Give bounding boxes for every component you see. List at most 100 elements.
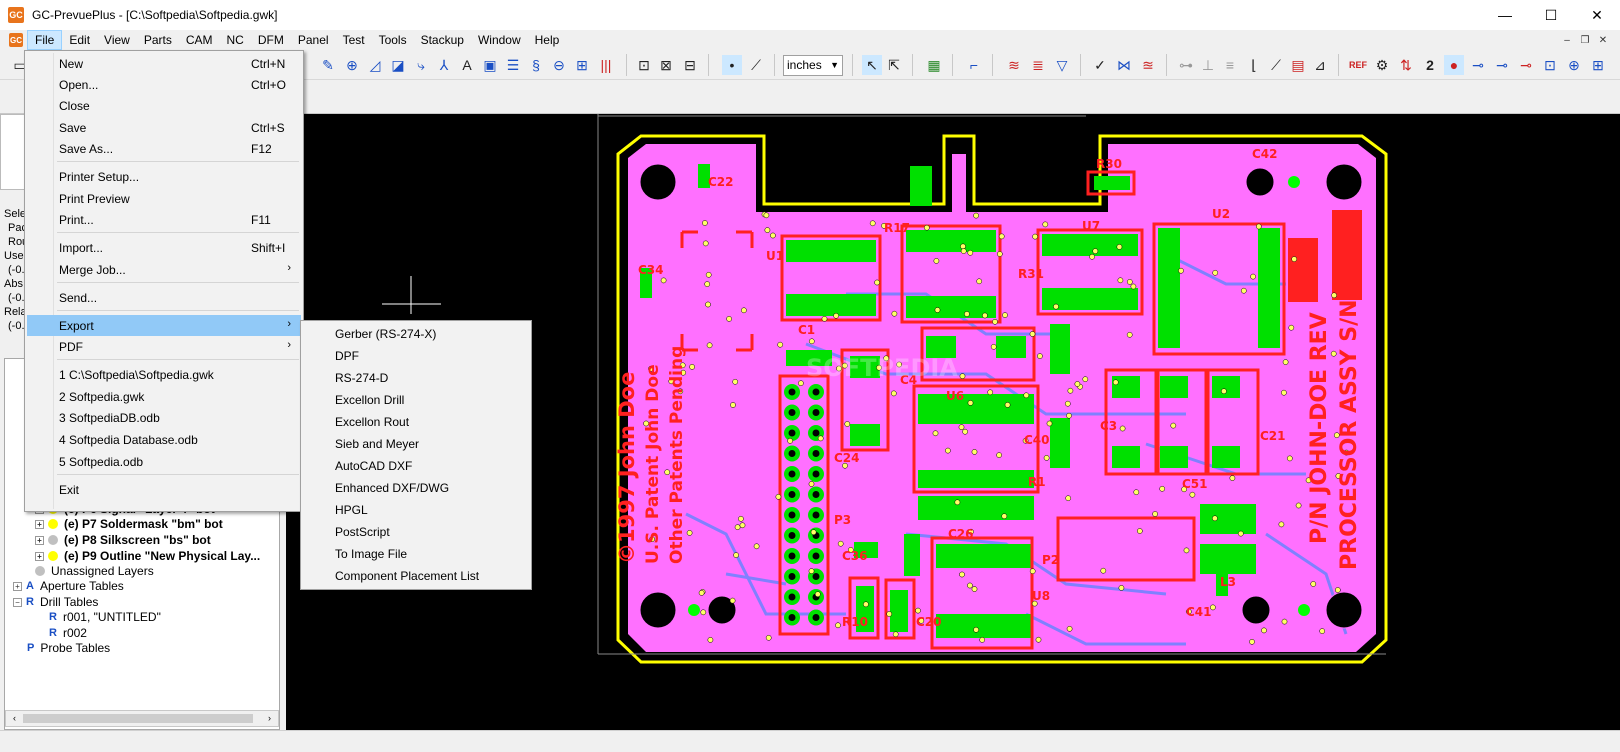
pad-icon[interactable]: ⊞ xyxy=(576,56,588,73)
trend-icon[interactable]: ⟋ xyxy=(1271,56,1281,73)
scroll-right-icon[interactable]: › xyxy=(268,713,271,723)
menu-file[interactable]: File xyxy=(27,30,63,50)
histogram-icon[interactable]: ⊿ xyxy=(1314,56,1326,73)
grid-icon[interactable]: ▦ xyxy=(927,56,941,73)
edit-polygon-icon[interactable]: ◪ xyxy=(391,56,405,73)
layers-icon[interactable]: ☰ xyxy=(506,56,520,73)
tree-item-layer-p7[interactable]: + (e) P7 Soldermask "bm" bot xyxy=(35,516,223,532)
s-route-icon[interactable]: § xyxy=(532,57,540,73)
stack-icon[interactable]: ≋ xyxy=(1008,56,1020,73)
maximize-button[interactable]: ☐ xyxy=(1544,6,1558,23)
menu-item-send[interactable]: Send... xyxy=(59,291,98,305)
new-file-icon[interactable]: ▭ xyxy=(13,56,27,73)
filter-icon[interactable]: ▽ xyxy=(1056,56,1068,73)
menu-stackup[interactable]: Stackup xyxy=(420,33,464,47)
route-icon[interactable]: ⤷ xyxy=(417,56,425,73)
scroll-left-icon[interactable]: ‹ xyxy=(13,713,16,723)
distribute-icon[interactable]: ≡ xyxy=(1225,57,1235,73)
graph-icon[interactable]: ⌊ xyxy=(1251,56,1257,73)
gear-icon[interactable]: ⚙ xyxy=(1375,56,1389,73)
menu-item-printer-setup[interactable]: Printer Setup... xyxy=(59,170,140,184)
menu-parts[interactable]: Parts xyxy=(143,33,172,47)
probe-delete-icon[interactable]: ⊸ xyxy=(1520,56,1532,73)
collapse-icon[interactable]: − xyxy=(13,597,22,607)
menu-window[interactable]: Window xyxy=(477,33,521,47)
check-icon[interactable]: ✓ xyxy=(1094,56,1106,73)
text-icon[interactable]: A xyxy=(462,57,472,73)
export-item-rs274d[interactable]: RS-274-D xyxy=(335,371,389,385)
snap-line-icon[interactable]: ⟋ xyxy=(751,56,761,73)
menu-item-export[interactable]: Export› xyxy=(27,315,301,336)
two-icon[interactable]: 2 xyxy=(1426,57,1434,73)
split-icon[interactable]: ⅄ xyxy=(439,56,449,73)
menu-tools[interactable]: Tools xyxy=(378,33,407,47)
tree-item-drill-r001[interactable]: R r001, "UNTITLED" xyxy=(49,610,161,624)
export-item-sieb-meyer[interactable]: Sieb and Meyer xyxy=(335,437,420,451)
zoom-fit-icon[interactable]: ⊠ xyxy=(660,56,672,73)
tree-item-layer-p8[interactable]: + (e) P8 Silkscreen "bs" bot xyxy=(35,532,211,548)
export-item-dpf[interactable]: DPF xyxy=(335,349,359,363)
export-item-gerber[interactable]: Gerber (RS-274-X) xyxy=(335,327,437,341)
tree-horizontal-scrollbar[interactable]: ‹ › xyxy=(5,710,279,727)
menu-item-recent-3[interactable]: 3 SoftpediaDB.odb xyxy=(59,411,160,425)
minimize-button[interactable]: — xyxy=(1498,7,1512,23)
menu-edit[interactable]: Edit xyxy=(69,33,91,47)
close-button[interactable]: ✕ xyxy=(1591,6,1603,23)
select-net-icon[interactable]: ⇱ xyxy=(888,56,900,73)
menu-item-open[interactable]: Open...Ctrl+O xyxy=(59,78,287,92)
zoom-layer-icon[interactable]: ⊟ xyxy=(684,56,696,73)
menu-item-recent-1[interactable]: 1 C:\Softpedia\Softpedia.gwk xyxy=(59,368,214,382)
menu-item-save-as[interactable]: Save As...F12 xyxy=(59,142,272,156)
mdi-close-button[interactable]: ✕ xyxy=(1598,34,1608,46)
document-icon[interactable]: GC xyxy=(9,33,23,47)
ref-icon[interactable]: REF xyxy=(1349,60,1367,70)
expand-icon[interactable]: + xyxy=(35,535,44,545)
measure-icon[interactable]: ⊶ xyxy=(1179,56,1193,73)
menu-item-close[interactable]: Close xyxy=(59,99,90,113)
compare-icon[interactable]: ≊ xyxy=(1142,56,1154,73)
export-item-excellon-drill[interactable]: Excellon Drill xyxy=(335,393,405,407)
menu-item-recent-5[interactable]: 5 Softpedia.odb xyxy=(59,455,144,469)
export-item-component-placement[interactable]: Component Placement List xyxy=(335,569,480,583)
menu-item-merge-job[interactable]: Merge Job...› xyxy=(59,262,291,277)
probe-top-icon[interactable]: ⊸ xyxy=(1472,56,1484,73)
layer-stack-icon[interactable]: ≣ xyxy=(1032,56,1044,73)
probe-icon[interactable]: ● xyxy=(1444,55,1464,75)
scroll-thumb[interactable] xyxy=(23,714,253,723)
probe-report-icon[interactable]: ⊞ xyxy=(1592,56,1604,73)
probe-edit-icon[interactable]: ⊡ xyxy=(1544,56,1556,73)
menu-dfm[interactable]: DFM xyxy=(257,33,284,47)
mdi-restore-button[interactable]: ❐ xyxy=(1580,34,1590,46)
align-icon[interactable]: ⊥ xyxy=(1201,56,1215,73)
expand-icon[interactable]: + xyxy=(35,551,44,561)
tree-item-drill-r002[interactable]: R r002 xyxy=(49,626,87,640)
menu-view[interactable]: View xyxy=(104,33,130,47)
add-node-icon[interactable]: ⊕ xyxy=(346,56,358,73)
menu-nc[interactable]: NC xyxy=(226,33,244,47)
snap-point-icon[interactable]: • xyxy=(722,55,742,75)
menu-item-print[interactable]: Print...F11 xyxy=(59,213,271,227)
export-item-postscript[interactable]: PostScript xyxy=(335,525,390,539)
tree-item-unassigned-layers[interactable]: Unassigned Layers xyxy=(35,563,154,579)
menu-test[interactable]: Test xyxy=(342,33,365,47)
menu-item-recent-4[interactable]: 4 Softpedia Database.odb xyxy=(59,433,198,447)
export-item-excellon-rout[interactable]: Excellon Rout xyxy=(335,415,410,429)
drill-pattern-icon[interactable]: ||| xyxy=(600,57,612,73)
menu-item-exit[interactable]: Exit xyxy=(59,483,80,497)
menu-help[interactable]: Help xyxy=(534,33,560,47)
chart-icon[interactable]: ▤ xyxy=(1291,56,1305,73)
rectangle-icon[interactable]: ▣ xyxy=(483,56,497,73)
sort-icon[interactable]: ⇅ xyxy=(1400,56,1412,73)
menu-panel[interactable]: Panel xyxy=(297,33,329,47)
expand-icon[interactable]: + xyxy=(35,519,44,529)
flag-icon[interactable]: ⌐ xyxy=(969,57,979,73)
export-item-image-file[interactable]: To Image File xyxy=(335,547,408,561)
polygon-icon[interactable]: ◿ xyxy=(369,56,381,73)
export-item-enhanced-dxf[interactable]: Enhanced DXF/DWG xyxy=(335,481,450,495)
menu-item-import[interactable]: Import...Shift+I xyxy=(59,241,286,255)
export-item-hpgl[interactable]: HPGL xyxy=(335,503,368,517)
menu-item-print-preview[interactable]: Print Preview xyxy=(59,192,130,206)
zoom-area-icon[interactable]: ⊡ xyxy=(638,56,650,73)
tree-item-aperture-tables[interactable]: + A Aperture Tables xyxy=(13,578,124,594)
